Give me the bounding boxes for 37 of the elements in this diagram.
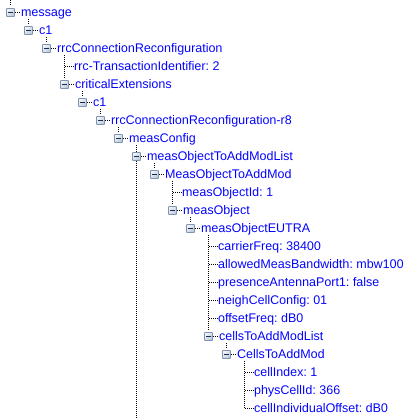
tree-item-label: physCellId: 366: [254, 384, 340, 397]
tree-item-label: neighCellConfig: 01: [218, 294, 328, 307]
connector-line: [28, 18, 29, 24]
connector-line: [244, 360, 254, 409]
connector-line: [154, 162, 155, 168]
connector-line: [82, 90, 83, 96]
tree-item-label: measObjectId: 1: [182, 186, 274, 199]
tree-item-label: CellsToAddMod: [237, 348, 325, 361]
tree-item-label: message: [21, 6, 72, 19]
tree-item-label: presenceAntennaPort1: false: [218, 276, 380, 289]
connector-line: [46, 36, 47, 42]
connector-line: [136, 144, 137, 419]
connector-line: [190, 216, 191, 222]
connector-line: [208, 234, 209, 330]
tree-item-label: rrcConnectionReconfiguration-r8: [111, 114, 292, 127]
tree-item-label: MeasObjectToAddMod: [165, 168, 292, 181]
tree-item-label: c1: [39, 24, 52, 37]
tree-item-label: rrcConnectionReconfiguration: [57, 42, 222, 55]
connector-line: [118, 126, 119, 132]
tree-item-label: criticalExtensions: [75, 78, 172, 91]
tree-item-label: rrc-TransactionIdentifier: 2: [74, 60, 220, 73]
tree-item-label: cellsToAddModList: [219, 330, 324, 343]
tree-item-label: measConfig: [129, 132, 196, 145]
tree-item-label: c1: [93, 96, 106, 109]
connector-line: [172, 180, 173, 204]
tree-item-label: cellIndividualOffset: dB0: [254, 402, 388, 415]
connector-line: [64, 54, 65, 78]
tree-item-label: allowedMeasBandwidth: mbw100: [218, 258, 404, 271]
tree-item-label: cellIndex: 1: [254, 366, 318, 379]
connector-line: [226, 342, 227, 348]
connector-line: [10, 0, 11, 6]
tree-item-label: offsetFreq: dB0: [218, 312, 304, 325]
tree-item-label: measObjectEUTRA: [201, 222, 310, 235]
tree-item-label: measObject: [183, 204, 250, 217]
connector-line: [100, 108, 101, 114]
tree-item-label: measObjectToAddModList: [147, 150, 293, 163]
tree-item-label: carrierFreq: 38400: [218, 240, 321, 253]
